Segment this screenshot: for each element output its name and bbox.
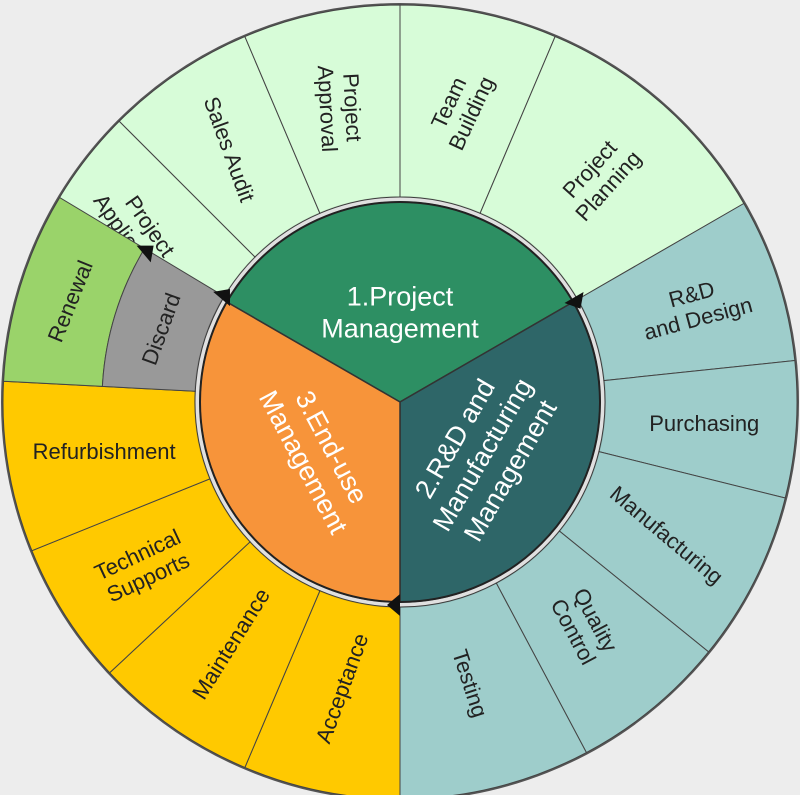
- segment-refurbishment: Refurbishment: [2, 380, 211, 552]
- segment-project-approval-label-line: Project: [338, 73, 367, 143]
- arrow-to-end-use-icon: [387, 594, 400, 616]
- segments-layer: ProjectApplicationSales AuditProjectAppr…: [1, 3, 799, 795]
- arrows-layer: [136, 245, 584, 616]
- hub-project-management-label-line: 1.Project: [347, 281, 454, 311]
- segment-project-approval: ProjectApproval: [244, 4, 401, 214]
- segment-purchasing-label: Purchasing: [649, 411, 759, 436]
- segment-refurbishment-label-line: Refurbishment: [33, 439, 176, 464]
- segment-acceptance: Acceptance: [244, 590, 401, 795]
- segment-rd-and-design: R&Dand Design: [576, 202, 796, 382]
- segment-project-planning: ProjectPlanning: [479, 35, 745, 301]
- segment-testing: Testing: [399, 582, 588, 795]
- arrow-to-rd-manufacturing-icon: [564, 291, 584, 309]
- segment-purchasing-label-line: Purchasing: [649, 411, 759, 436]
- hub-project-management-label-line: Management: [321, 313, 479, 343]
- segment-renewal: Renewal: [3, 196, 146, 387]
- segment-project-approval-label: ProjectApproval: [313, 63, 367, 152]
- segment-testing-shape: [399, 582, 588, 795]
- segment-project-approval-label-line: Approval: [313, 65, 343, 153]
- segment-technical-supports: TechnicalSupports: [31, 478, 251, 674]
- segment-manufacturing: Manufacturing: [558, 450, 786, 653]
- arrow-to-renewal-icon: [136, 245, 154, 263]
- segment-refurbishment-label: Refurbishment: [33, 439, 176, 464]
- segment-quality-control: QualityControl: [495, 530, 710, 754]
- segment-team-building: TeamBuilding: [399, 4, 556, 214]
- arrow-to-discard-icon: [213, 289, 231, 307]
- segment-maintenance: Maintenance: [108, 541, 321, 769]
